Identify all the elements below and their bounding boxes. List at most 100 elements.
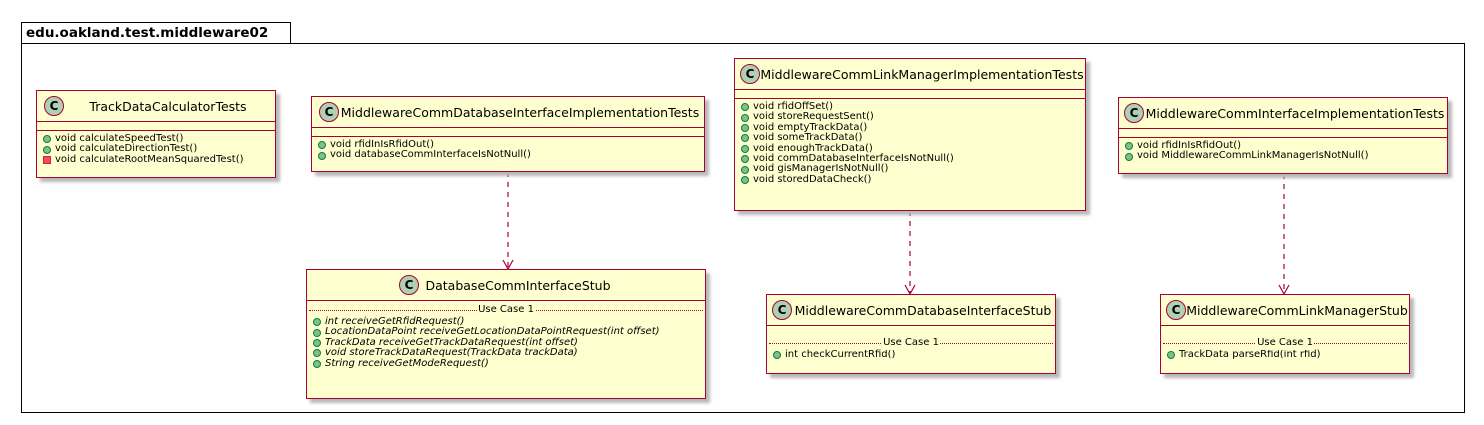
method-text: void rfidInIsRfidOut() [1137,140,1242,151]
method-row: void enoughTrackData() [741,142,1079,154]
method-row: TrackData receiveGetTrackDataRequest(int… [313,336,699,348]
method-row: void someTrackData() [741,132,1079,144]
public-visibility-icon [43,135,51,144]
method-text: int receiveGetRfidRequest() [325,316,465,327]
public-visibility-icon [313,349,321,358]
public-visibility-icon [741,103,749,112]
method-text: void rfidInIsRfidOut() [330,139,435,150]
class-database-comm-interface-stub[interactable]: C DatabaseCommInterfaceStub Use Case 1 i… [306,269,706,399]
public-visibility-icon [773,351,781,360]
class-fields [735,90,1085,99]
section-label: Use Case 1 [882,336,940,350]
method-row: void storedDataCheck() [741,173,1079,185]
section-label: Use Case 1 [1256,336,1314,350]
method-text: void storedDataCheck() [753,173,872,185]
public-visibility-icon [313,328,321,337]
public-visibility-icon [741,175,749,184]
method-row: void storeTrackDataRequest(TrackData tra… [313,347,699,359]
method-row: void emptyTrackData() [741,121,1079,133]
method-row: void rfidInIsRfidOut() [1125,140,1441,151]
class-name: MiddlewareCommLinkManagerImplementationT… [760,66,1084,82]
section-label: Use Case 1 [477,303,535,317]
public-visibility-icon [741,123,749,132]
class-header: C MiddlewareCommDatabaseInterfaceImpleme… [312,97,704,128]
method-row: void calculateDirectionTest() [43,143,269,155]
method-text: void calculateDirectionTest() [55,143,198,155]
class-methods: TrackData parseRfid(int rfid) [1161,349,1409,364]
package-tab: edu.oakland.test.middleware02 [21,22,291,44]
public-visibility-icon [318,141,326,150]
method-row: String receiveGetModeRequest() [313,357,699,369]
public-visibility-icon [1125,152,1133,161]
public-visibility-icon [1125,142,1133,151]
public-visibility-icon [313,359,321,368]
method-text: String receiveGetModeRequest() [325,357,489,369]
package-name: edu.oakland.test.middleware02 [26,25,269,41]
class-name: DatabaseCommInterfaceStub [425,277,611,293]
method-text: void enoughTrackData() [753,142,873,154]
public-visibility-icon [318,151,326,160]
class-methods: void rfidInIsRfidOut() void databaseComm… [312,137,704,165]
class-c-icon: C [44,96,64,116]
class-name: MiddlewareCommLinkManagerStub [1186,302,1408,318]
class-header: C MiddlewareCommLinkManagerImplementatio… [735,59,1085,90]
method-text: void someTrackData() [753,132,863,144]
class-c-icon: C [1124,103,1144,123]
class-fields [1119,129,1447,138]
class-methods: int checkCurrentRfid() [767,349,1055,364]
class-header: C DatabaseCommInterfaceStub [307,270,705,301]
class-c-icon: C [740,64,760,84]
method-row: void databaseCommInterfaceIsNotNull() [318,149,698,161]
method-text: TrackData parseRfid(int rfid) [1179,349,1321,360]
section-separator: Use Case 1 [769,336,1053,350]
public-visibility-icon [313,318,321,327]
method-row: void calculateSpeedTest() [43,133,269,144]
method-text: void storeTrackDataRequest(TrackData tra… [325,347,578,359]
public-visibility-icon [43,145,51,154]
public-visibility-icon [741,165,749,174]
class-track-data-calculator-tests[interactable]: C TrackDataCalculatorTests void calculat… [36,90,276,178]
public-visibility-icon [741,155,749,164]
class-methods: void calculateSpeedTest() void calculate… [37,131,275,169]
public-visibility-icon [741,144,749,153]
class-middleware-comm-link-manager-implementation-tests[interactable]: C MiddlewareCommLinkManagerImplementatio… [734,58,1086,211]
method-text: void databaseCommInterfaceIsNotNull() [330,149,531,161]
method-text: void calculateSpeedTest() [55,133,184,144]
method-text: void rfidOffSet() [753,101,834,112]
class-c-icon: C [1166,300,1186,320]
method-row: void calculateRootMeanSquaredTest() [43,154,269,165]
method-text: LocationDataPoint receiveGetLocationData… [325,326,660,338]
public-visibility-icon [741,113,749,122]
class-c-icon: C [772,300,792,320]
method-row: void MiddlewareCommLinkManagerIsNotNull(… [1125,150,1441,161]
class-name: TrackDataCalculatorTests [89,98,247,114]
class-header: C MiddlewareCommLinkManagerStub [1161,295,1409,326]
method-row: int checkCurrentRfid() [773,349,1049,360]
class-header: C TrackDataCalculatorTests [37,91,275,122]
public-visibility-icon [741,134,749,143]
method-row: LocationDataPoint receiveGetLocationData… [313,326,699,338]
section-separator: Use Case 1 [1163,336,1407,350]
class-middleware-comm-database-interface-stub[interactable]: C MiddlewareCommDatabaseInterfaceStub Us… [766,294,1056,374]
public-visibility-icon [1167,351,1175,360]
private-visibility-icon [43,155,51,164]
class-middleware-comm-database-interface-implementation-tests[interactable]: C MiddlewareCommDatabaseInterfaceImpleme… [311,96,705,172]
class-name: MiddlewareCommDatabaseInterfaceStub [794,302,1052,318]
class-middleware-comm-interface-implementation-tests[interactable]: C MiddlewareCommInterfaceImplementationT… [1118,97,1448,174]
method-text: void gisManagerIsNotNull() [753,163,889,175]
method-row: int receiveGetRfidRequest() [313,316,699,327]
class-name: MiddlewareCommDatabaseInterfaceImplement… [340,104,700,120]
class-methods: void rfidOffSet() void storeRequestSent(… [735,99,1085,189]
method-row: void rfidInIsRfidOut() [318,139,698,150]
public-visibility-icon [313,338,321,347]
method-row: void rfidOffSet() [741,101,1079,112]
class-fields [312,128,704,137]
section-separator: Use Case 1 [309,303,703,317]
method-text: int checkCurrentRfid() [785,349,896,360]
class-middleware-comm-link-manager-stub[interactable]: C MiddlewareCommLinkManagerStub Use Case… [1160,294,1410,374]
method-text: void storeRequestSent() [753,111,874,123]
class-methods: void rfidInIsRfidOut() void MiddlewareCo… [1119,138,1447,166]
class-methods: int receiveGetRfidRequest() LocationData… [307,316,705,373]
method-text: void emptyTrackData() [753,121,868,133]
method-text: TrackData receiveGetTrackDataRequest(int… [325,336,578,348]
